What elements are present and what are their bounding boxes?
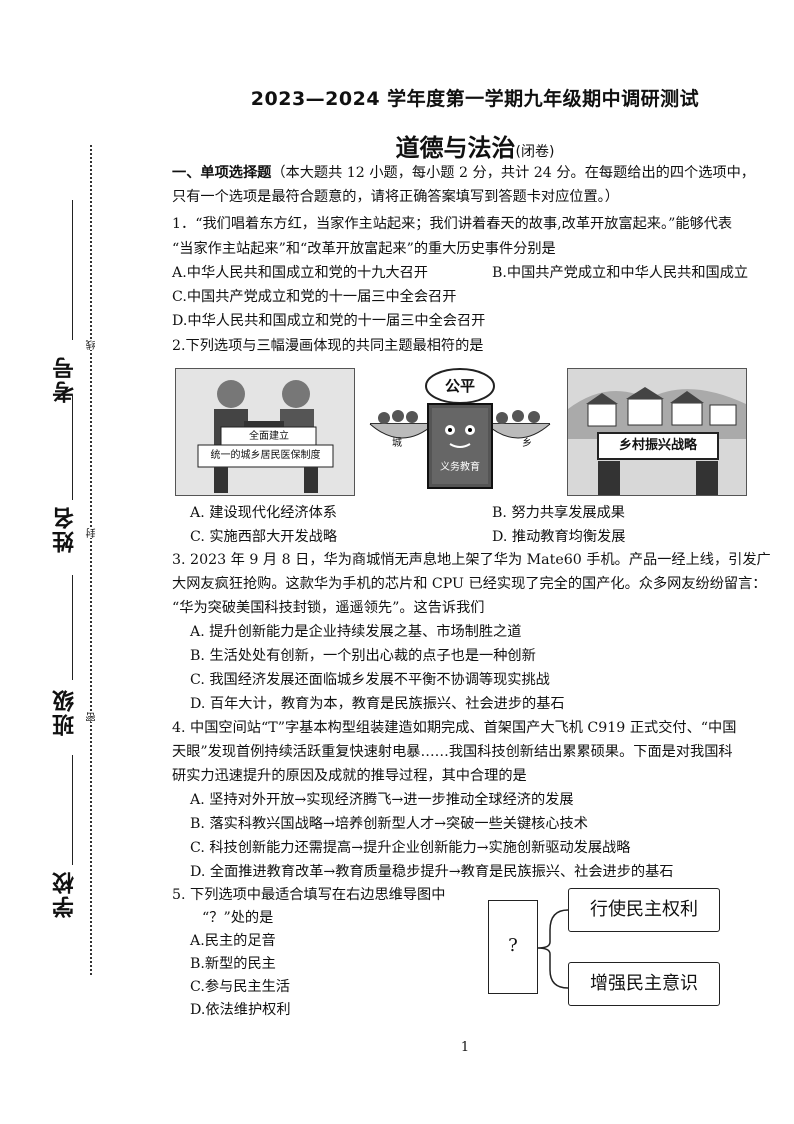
q4-stem-line1: 4. 中国空间站“T”字基本构型组装建造如期完成、首架国产大飞机 C919 正式… [172, 720, 737, 736]
cartoon3-banner: 乡村振兴战略 [618, 438, 697, 453]
name-blank [72, 395, 73, 500]
mindmap-top-box: 行使民主权利 [568, 888, 720, 932]
cartoon2-book-label: 义务教育 [440, 462, 480, 473]
q1-option-d: D.中华人民共和国成立和党的十一届三中全会召开 [172, 313, 486, 329]
cartoon2-banner: 公平 [444, 377, 475, 395]
cartoon2-left: 城 [392, 438, 402, 449]
q2-option-d: D. 推动教育均衡发展 [492, 529, 626, 545]
q5-option-a: A.民主的足音 [190, 933, 276, 949]
cartoon-education-fairness: 公平 城 乡 义务教育 [362, 368, 558, 494]
q5-stem-line1: 5. 下列选项中最适合填写在右边思维导图中 [172, 887, 446, 903]
q5-option-d: D.依法维护权利 [190, 1002, 291, 1018]
q4-option-b: B. 落实科教兴国战略→培养创新型人才→突破一些关键核心技术 [190, 816, 588, 832]
cartoon-medical-insurance: 全面建立 统一的城乡居民医保制度 [175, 368, 355, 496]
q1-option-b: B.中国共产党成立和中华人民共和国成立 [492, 265, 749, 281]
name-label: 姓名 [53, 505, 78, 553]
q1-stem-line2: “当家作主站起来”和“改革开放富起来”的重大历史事件分别是 [172, 241, 556, 257]
mindmap-bottom-box: 增强民主意识 [568, 962, 720, 1006]
q3-option-b: B. 生活处处有创新，一个别出心裁的点子也是一种创新 [190, 648, 536, 664]
mindmap-center-box: ? [488, 900, 538, 994]
section-intro-line2: 只有一个选项是最符合题意的，请将正确答案填写到答题卡对应位置。） [172, 189, 619, 205]
section-intro: 一、单项选择题（本大题共 12 小题，每小题 2 分，共计 24 分。在每题给出… [172, 163, 772, 183]
q4-option-d: D. 全面推进教育改革→教育质量稳步提升→教育是民族振兴、社会进步的基石 [190, 864, 674, 880]
q2-option-c: C. 实施西部大开发战略 [190, 529, 338, 545]
cartoon1-sign1: 全面建立 [249, 431, 289, 442]
subject-note: (闭卷) [515, 144, 555, 160]
subject-title: 道德与法治(闭卷) [175, 128, 775, 163]
cartoon-rural-revitalization: 乡村振兴战略 [567, 368, 747, 496]
q5-stem-line2: “？”处的是 [202, 910, 274, 926]
cut-mark-seal: 封 [85, 528, 100, 538]
q3-option-a: A. 提升创新能力是企业持续发展之基、市场制胜之道 [190, 624, 522, 640]
cut-mark-secret: 密 [85, 712, 100, 722]
exam-title: 2023—2024 学年度第一学期九年级期中调研测试 [250, 88, 700, 110]
mindmap-question-mark: ? [508, 935, 518, 956]
exam-number-label: 考号 [53, 355, 78, 403]
q2-stem: 2.下列选项与三幅漫画体现的共同主题最相符的是 [172, 338, 484, 354]
cartoon2-right: 乡 [522, 438, 532, 449]
cartoon1-sign2: 统一的城乡居民医保制度 [210, 450, 321, 461]
q1-option-c: C.中国共产党成立和党的十一届三中全会召开 [172, 289, 457, 305]
binding-dotted-line [90, 145, 92, 975]
q3-option-c: C. 我国经济发展还面临城乡发展不平衡不协调等现实挑战 [190, 672, 550, 688]
q5-option-c: C.参与民主生活 [190, 979, 290, 995]
page-number: 1 [460, 1040, 470, 1055]
q1-option-a: A.中华人民共和国成立和党的十九大召开 [172, 265, 428, 281]
mindmap-brace [537, 909, 569, 989]
q3-stem-line1: 3. 2023 年 9 月 8 日，华为商城悄无声息地上架了华为 Mate60 … [172, 552, 771, 568]
section-intro-text: （本大题共 12 小题，每小题 2 分，共计 24 分。在每题给出的四个选项中， [271, 165, 755, 181]
section-heading: 一、单项选择题 [172, 165, 272, 181]
q3-stem-line2: 大网友疯狂抢购。这款华为手机的芯片和 CPU 已经实现了完全的国产化。众多网友纷… [172, 576, 767, 592]
q3-option-d: D. 百年大计，教育为本，教育是民族振兴、社会进步的基石 [190, 696, 565, 712]
q4-option-a: A. 坚持对外开放→实现经济腾飞→进一步推动全球经济的发展 [190, 792, 574, 808]
q4-stem-line3: 研实力迅速提升的原因及成就的推导过程，其中合理的是 [172, 768, 527, 784]
q1-stem-line1: 1．“我们唱着东方红，当家作主站起来；我们讲着春天的故事,改革开放富起来。”能够… [172, 216, 733, 232]
q2-option-a: A. 建设现代化经济体系 [190, 505, 337, 521]
q4-stem-line2: 天眼”发现首例持续活跃重复快速射电暴……我国科技创新结出累累硕果。下面是对我国科 [172, 744, 733, 760]
class-blank [72, 575, 73, 680]
q4-option-c: C. 科技创新能力还需提高→提升企业创新能力→实施创新驱动发展战略 [190, 840, 631, 856]
school-label: 学校 [53, 870, 78, 918]
q2-option-b: B. 努力共享发展成果 [492, 505, 625, 521]
q3-stem-line3: “华为突破美国科技封锁，遥遥领先”。这告诉我们 [172, 600, 485, 616]
exam-number-blank [72, 200, 73, 340]
subject-name: 道德与法治 [395, 134, 516, 162]
cut-mark-line: 线 [85, 340, 100, 350]
q5-option-b: B.新型的民主 [190, 956, 276, 972]
class-label: 班级 [53, 688, 78, 736]
school-blank [72, 755, 73, 865]
